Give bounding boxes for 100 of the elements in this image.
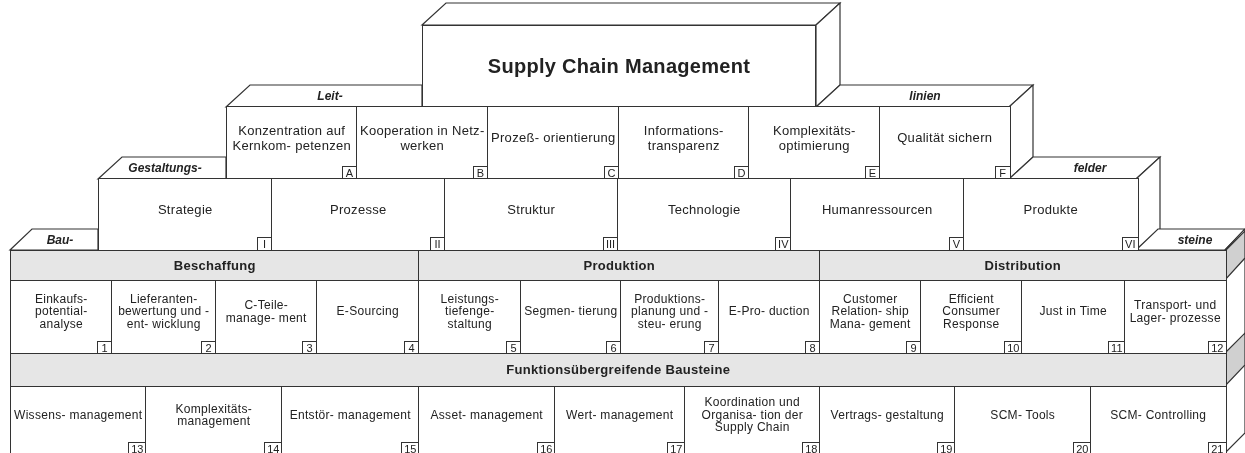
block-label: C-Teile- manage- ment [224, 299, 308, 324]
block-label: Vertrags- gestaltung [830, 408, 944, 422]
number-tag: 5 [505, 340, 521, 354]
building-block [111, 279, 217, 355]
number-tag: 8 [804, 340, 820, 354]
number-tag: 15 [401, 441, 419, 453]
number-tag: 1 [96, 340, 112, 354]
building-block [356, 106, 489, 180]
building-block [620, 279, 720, 355]
block-label: SCM- Tools [990, 408, 1056, 422]
number-tag: 20 [1073, 441, 1091, 453]
building-block [954, 385, 1092, 453]
block-label: Strategie [157, 201, 213, 217]
number-tag: 17 [667, 441, 685, 453]
building-block [819, 279, 922, 355]
number-tag: 2 [200, 340, 216, 354]
building-block [790, 178, 965, 251]
block-label: Humanressourcen [821, 201, 933, 217]
number-tag: 13 [128, 441, 146, 453]
number-tag: 16 [537, 441, 555, 453]
block-label: Transport- und Lager- prozesse [1128, 299, 1222, 324]
building-block [718, 279, 821, 355]
building-block [520, 279, 622, 355]
block-label: Koordination und Organisa- tion der Supply Chain [700, 396, 804, 434]
block-label: Entstör- management [289, 408, 411, 422]
band-label: Gestaltungs- [128, 161, 202, 175]
number-tag: II [429, 237, 445, 250]
number-tag: 11 [1108, 340, 1125, 354]
block-label: Komplexitäts- optimierung [771, 122, 857, 153]
block-label: Qualität sichern [897, 130, 993, 145]
number-tag: I [256, 237, 272, 250]
category-header: Beschaffung [10, 250, 420, 281]
block-label: SCM- Controlling [1110, 408, 1207, 422]
building-block [1090, 385, 1227, 453]
block-label: Prozeß- orientierung [491, 130, 616, 145]
number-tag: 9 [905, 340, 921, 354]
number-tag: 14 [264, 441, 282, 453]
building-block [418, 385, 556, 453]
block-label: Efficient Consumer Response [941, 292, 1002, 331]
building-block [748, 106, 881, 180]
building-block [10, 279, 113, 355]
number-tag: 12 [1208, 340, 1226, 354]
building-block [281, 385, 420, 453]
block-label: Just in Time [1039, 305, 1108, 318]
building-block [145, 385, 283, 453]
number-tag: IV [775, 237, 791, 250]
block-label: Leistungs- tiefenge- staltung [439, 292, 500, 331]
band-label: felder [1073, 161, 1107, 175]
number-tag: 10 [1004, 340, 1022, 354]
number-tag: 3 [301, 340, 317, 354]
block-label: Einkaufs- potential- analyse [33, 292, 89, 331]
block-label: Kooperation in Netz- werken [360, 122, 485, 153]
building-block [10, 385, 147, 453]
number-tag: VI [1122, 237, 1138, 250]
band-label: linien [909, 89, 941, 103]
building-block [1021, 279, 1126, 355]
block-label: Prozesse [329, 201, 387, 217]
building-block [819, 385, 956, 453]
block-label: Segmen- tierung [524, 305, 618, 318]
block-label: Asset- management [430, 408, 543, 422]
block-label: Produkte [1023, 201, 1078, 217]
building-block [444, 178, 619, 251]
block-label: Wissens- management [14, 408, 143, 422]
building-block [226, 106, 358, 180]
block-label: Komplexitäts- management [174, 402, 254, 428]
category-header: Distribution [819, 250, 1227, 281]
block-label: Lieferanten- bewertung und -ent- wicklung [117, 292, 211, 331]
building-block [554, 385, 686, 453]
building-block [316, 279, 420, 355]
building-block [487, 106, 620, 180]
building-block [271, 178, 446, 251]
number-tag: III [602, 237, 618, 250]
block-label: Customer Relation- ship Mana- gement [828, 292, 912, 331]
band-label: Bau- [46, 233, 74, 247]
number-tag: 7 [703, 340, 719, 354]
block-label: Technologie [667, 201, 741, 217]
band-label: Leit- [317, 89, 343, 103]
block-label: E-Pro- duction [728, 305, 810, 318]
building-block [618, 106, 750, 180]
block-label: Konzentration auf Kernkom- petenzen [231, 122, 353, 153]
block-label: E-Sourcing [336, 305, 399, 318]
building-block [617, 178, 792, 251]
building-block [684, 385, 821, 453]
building-block [215, 279, 318, 355]
block-label: Produktions- planung und -steu- erung [630, 292, 710, 331]
category-header: Produktion [418, 250, 821, 281]
number-tag: V [948, 237, 964, 250]
number-tag: 19 [937, 441, 955, 453]
building-block [920, 279, 1023, 355]
block-label: Struktur [507, 201, 556, 217]
band-label: steine [1177, 233, 1213, 247]
building-block [418, 279, 522, 355]
block-label: Informations- transparenz [642, 122, 725, 153]
number-tag: 18 [802, 441, 820, 453]
category-header: Funktionsübergreifende Bausteine [10, 352, 1227, 387]
block-label: Wert- management [566, 408, 674, 422]
building-block [1124, 279, 1227, 355]
number-tag: 21 [1208, 441, 1226, 453]
number-tag: 4 [403, 340, 419, 354]
number-tag: 6 [605, 340, 621, 354]
